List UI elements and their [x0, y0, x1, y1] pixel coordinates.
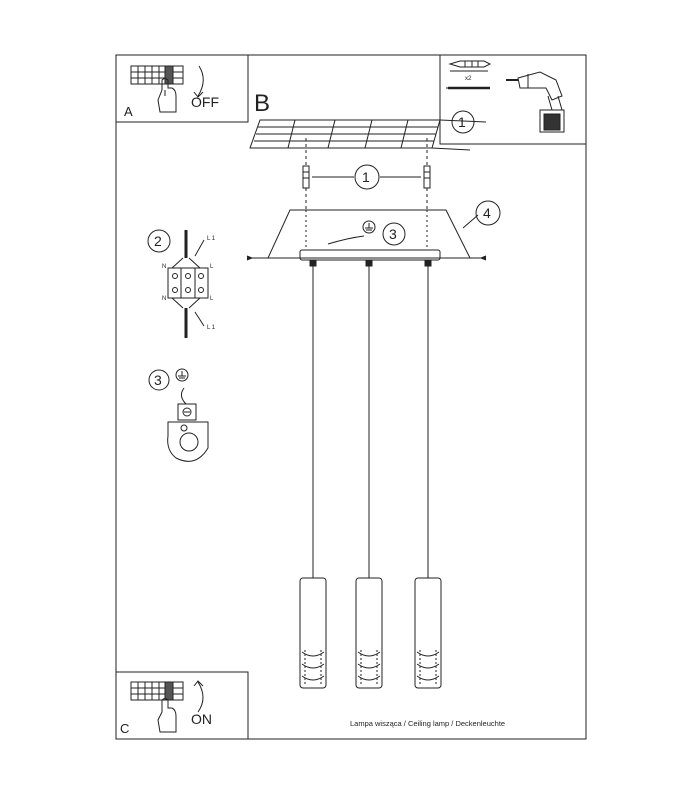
terminal-block-icon: [167, 267, 209, 299]
fuse-box-icon: [130, 65, 184, 85]
callout-3-badge: [382, 222, 406, 246]
ground-lead: [180, 387, 187, 405]
ground-screw-icon: [177, 403, 197, 421]
neutral-bottom-label: N: [162, 296, 166, 302]
wiring-detail: 2 L 1 L 1 N N L L: [147, 229, 216, 338]
up-arrow-icon: [197, 681, 204, 713]
callout-3b-label: 3: [154, 372, 162, 388]
callout-4-badge: [475, 200, 501, 226]
switch-off-label: OFF: [191, 94, 219, 110]
switch-on-label: ON: [191, 711, 212, 727]
step-1-badge: [451, 110, 475, 134]
live-wire-top-label: L 1: [207, 236, 216, 242]
neutral-top-label: N: [162, 264, 166, 270]
callout-leader-4: [462, 214, 479, 229]
lamp-shade-3: [414, 577, 442, 689]
wall-plug-left: [302, 165, 310, 189]
up-arrowhead-icon: [193, 680, 204, 687]
panel-a-box: [115, 54, 249, 123]
fuse-box-on-icon: [130, 681, 184, 701]
caption-text: Lampa wisząca / Ceiling lamp / Deckenleu…: [350, 719, 505, 728]
panel-b-letter: B: [254, 90, 270, 117]
callout-1-badge: [354, 164, 380, 190]
callout-3b-badge: [148, 369, 170, 391]
callout-2-label: 2: [154, 233, 162, 249]
down-arrow-icon: [197, 65, 204, 97]
ground-detail: 3: [148, 368, 209, 462]
sheet-frame: [115, 54, 587, 740]
callout-3-label: 3: [389, 226, 397, 242]
panel-a-letter: A: [124, 104, 133, 119]
hand-icon: [157, 78, 177, 113]
panel-a: A OFF: [115, 54, 249, 123]
panel-c-letter: C: [120, 721, 129, 736]
wall-plug-right: [423, 165, 431, 189]
live-bottom-label: L: [210, 296, 214, 302]
ground-symbol-small-icon: [175, 368, 189, 382]
panel-c: C ON: [115, 671, 249, 740]
panel-b: B 1: [246, 90, 501, 689]
callout-1-label: 1: [362, 169, 370, 185]
quantity-label: x2: [465, 76, 472, 82]
wall-plug-icon: [448, 60, 492, 72]
panel-c-box: [115, 671, 249, 740]
callout-2-badge: [147, 229, 171, 253]
live-top-label: L: [210, 264, 214, 270]
ground-symbol-icon: [362, 220, 376, 234]
ceiling-grid: [249, 119, 487, 151]
callout-4-label: 4: [483, 205, 491, 221]
ground-wire: [327, 235, 365, 245]
panel-tools: x2 1: [439, 54, 587, 145]
hand-on-icon: [157, 698, 177, 733]
live-wire-bottom-label: L 1: [207, 325, 216, 331]
step-1-label: 1: [458, 114, 466, 130]
lamp-shade-1: [299, 577, 327, 689]
ground-bracket: [167, 421, 209, 462]
bracket-hole: [179, 432, 199, 452]
drill-icon: [506, 71, 565, 133]
tools-panel-box: [439, 54, 587, 145]
cable-grip-2: [365, 259, 373, 267]
cable-grip-1: [309, 259, 317, 267]
lamp-shade-2: [355, 577, 383, 689]
down-arrowhead-icon: [193, 91, 204, 98]
cable-grip-3: [424, 259, 432, 267]
